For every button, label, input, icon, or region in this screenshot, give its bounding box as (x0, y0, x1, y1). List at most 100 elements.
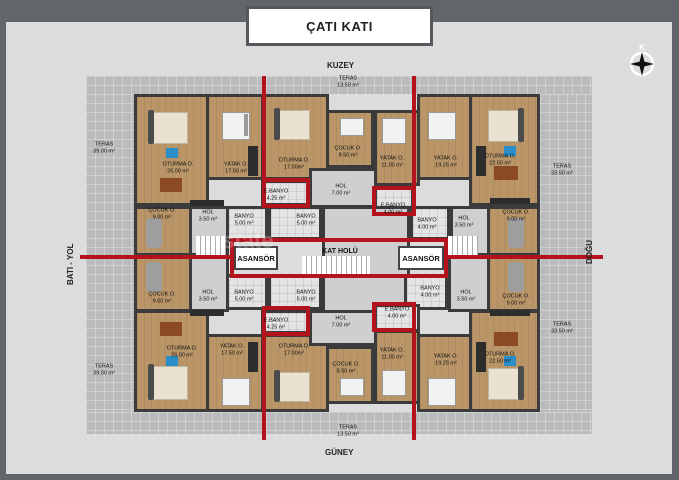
room-name: TERAS (94, 141, 114, 148)
room-area: 7.00 m² (331, 322, 351, 328)
room-label-sw-cocuk: ÇOCUK O.8.50 m² (332, 362, 359, 375)
room-label-ne-oturma: OTURMA O.22.50 m² (485, 154, 516, 167)
room-name: TERAS (94, 363, 114, 370)
red-line-e-top (412, 76, 416, 188)
watermark: estate (210, 228, 274, 253)
w-hall-s (189, 256, 229, 312)
room-area: 39.00 m² (93, 148, 115, 154)
red-line-east (443, 255, 603, 259)
room-area: 9.00 m² (152, 298, 172, 304)
compass-icon: K (629, 44, 655, 77)
ne-armchair (504, 146, 516, 156)
sw-bed (222, 378, 250, 406)
room-label-ne-yatak2: YATAK O.19.25 m² (434, 156, 458, 169)
red-line-west (80, 255, 235, 259)
red-core-outline (230, 238, 448, 278)
room-name: BANYO (420, 285, 440, 292)
room-label-nw-oturma: OTURMA O.26.00 m² (163, 162, 194, 175)
red-line-w-top (262, 76, 266, 180)
room-area: 39.00 m² (93, 370, 115, 376)
room-name: HOL (335, 315, 347, 322)
red-ne-ensuite (372, 186, 416, 216)
plan-title-text: ÇATI KATI (306, 18, 373, 34)
plan-title: ÇATI KATI (246, 6, 433, 46)
room-label-w-cocuk-s: ÇOCUK O.9.00 m² (148, 292, 175, 305)
room-label-w-cocuk-n: ÇOCUK O.9.00 m² (148, 208, 175, 221)
room-name: BANYO (234, 289, 254, 296)
room-area: 8.50 m² (338, 152, 358, 158)
direction-south: GÜNEY (325, 448, 354, 457)
se-bed-2 (428, 378, 456, 406)
red-line-e-bottom (412, 330, 416, 440)
elevator-east-label: ASANSÖR (402, 253, 440, 263)
room-name: ÇOCUK O. (502, 209, 530, 216)
direction-west: BATI - YOL (66, 243, 75, 285)
se-kitchen-counter (476, 342, 486, 372)
nw-rug-2 (278, 110, 310, 140)
room-name: ÇOCUK O. (148, 207, 176, 214)
se-bed (382, 370, 406, 396)
room-area: 11.00 m² (381, 162, 403, 168)
sw-child-bed (340, 378, 364, 396)
direction-north: KUZEY (327, 61, 355, 70)
room-label-sw-yatak: YATAK O.17.50 m² (220, 344, 244, 357)
direction-east: DOĞU (585, 240, 594, 264)
room-label-se-yatak: YATAK O.11.00 m² (380, 348, 404, 361)
w-counter-s (190, 310, 224, 316)
e-counter-n (490, 198, 530, 204)
nw-child-bed (340, 118, 364, 136)
room-area: 4.00 m² (417, 224, 437, 230)
room-area: 3.50 m² (198, 216, 218, 222)
ne-bed (382, 118, 406, 144)
room-area: 4.25 m² (266, 195, 286, 201)
room-area: 11.00 m² (381, 354, 403, 360)
w-child-bed-n (146, 218, 162, 248)
terrace-west (86, 94, 134, 412)
room-name: HOL (202, 289, 214, 296)
north-hall (309, 168, 377, 208)
room-name: E.BANYO (384, 306, 410, 313)
sw-armchair (166, 356, 178, 366)
room-area: 19.25 m² (435, 162, 457, 168)
room-area: 4.00 m² (387, 313, 407, 319)
room-area: 26.00 m² (171, 352, 193, 358)
room-area: 33.50 m² (551, 328, 573, 334)
nw-sofa (148, 110, 154, 144)
ne-bed-2 (428, 112, 456, 140)
room-name: HOL (458, 215, 470, 222)
se-ensuite (374, 304, 420, 332)
nw-dining-table (160, 178, 182, 192)
terrace-south (86, 412, 592, 434)
nw-armchair (166, 148, 178, 158)
south-hall (309, 310, 377, 346)
ne-kitchen-counter (476, 146, 486, 176)
red-se-ensuite (372, 302, 416, 332)
compass-letter: K (639, 44, 645, 52)
room-label-nw-yatak: YATAK O.17.50 m² (224, 162, 248, 175)
room-name: OTURMA O. (278, 157, 310, 164)
room-area: 17.50 m² (225, 168, 247, 174)
floor-hall-label: KAT HOLÜ (322, 247, 358, 255)
sw-sofa (148, 364, 154, 400)
room-name: ÇOCUK O. (334, 145, 362, 152)
room-label-se-yatak2: YATAK O.19.25 m² (434, 354, 458, 367)
room-label-sw-oturma2: OTURMA O.17.00m² (279, 344, 310, 357)
nw-rug (152, 112, 188, 144)
room-name: ÇOCUK O. (148, 291, 176, 298)
room-name: OTURMA O. (278, 343, 310, 350)
red-sw-ensuite (262, 306, 310, 336)
room-area: 33.50 m² (551, 170, 573, 176)
room-area: 13.50 m² (337, 82, 359, 88)
room-name: TERAS (338, 424, 358, 431)
nw-pillow (244, 114, 248, 136)
room-name: E.BANYO (263, 188, 289, 195)
